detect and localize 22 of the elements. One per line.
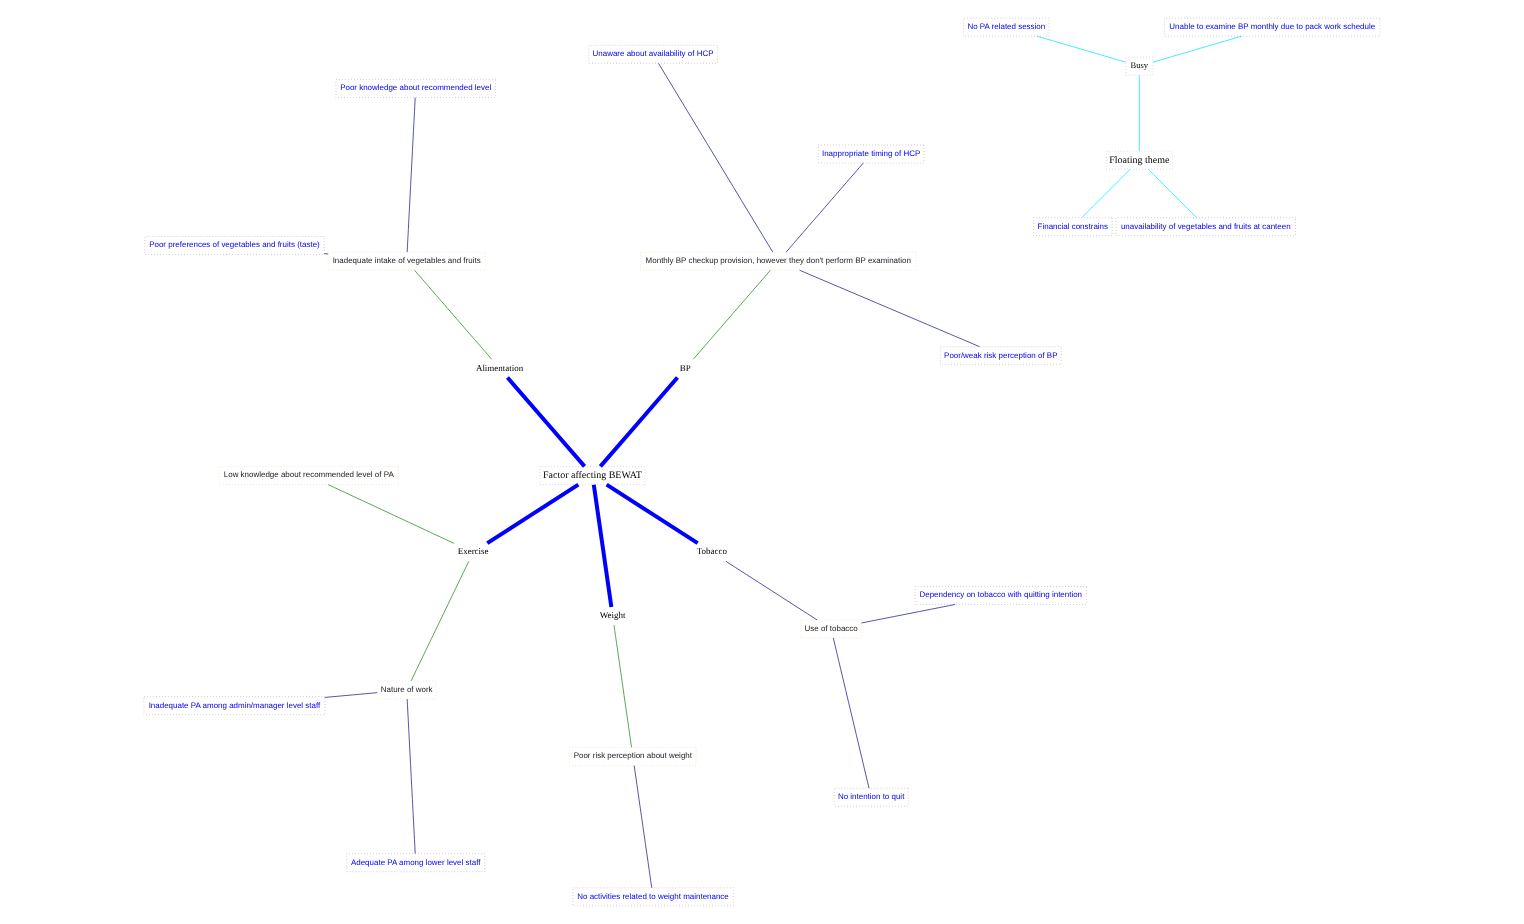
connector bbox=[324, 692, 378, 698]
connector bbox=[725, 561, 818, 621]
connector bbox=[613, 624, 632, 748]
connector bbox=[406, 698, 416, 854]
connector bbox=[414, 269, 493, 360]
connector bbox=[406, 97, 416, 253]
connector bbox=[799, 269, 980, 347]
connector bbox=[486, 483, 580, 545]
connector bbox=[410, 560, 470, 682]
connector bbox=[505, 376, 587, 468]
connector bbox=[633, 765, 653, 889]
connector bbox=[658, 63, 774, 253]
connector bbox=[605, 483, 699, 545]
connector bbox=[598, 376, 679, 468]
connector bbox=[785, 162, 864, 253]
connector bbox=[327, 484, 455, 544]
connector bbox=[1036, 35, 1126, 63]
connector bbox=[832, 637, 870, 789]
connector bbox=[692, 269, 771, 360]
connector bbox=[1152, 35, 1242, 63]
connector bbox=[861, 604, 956, 624]
connector bbox=[591, 484, 614, 608]
